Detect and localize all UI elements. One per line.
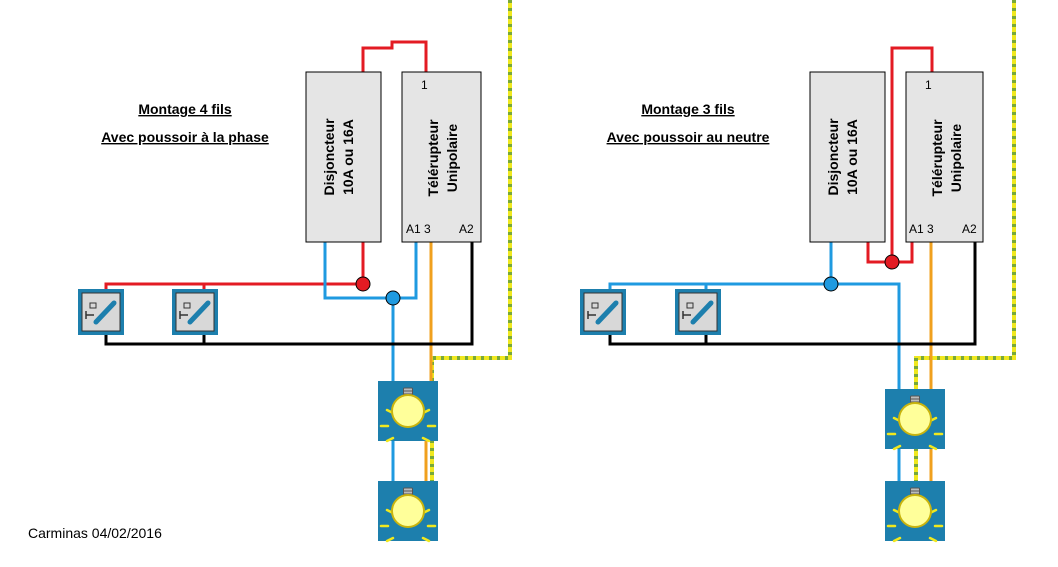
- relay-pin-a1-3: A1 3: [909, 222, 934, 236]
- phase-wire-top: [866, 46, 934, 264]
- diagram-subtitle: Avec poussoir à la phase: [101, 129, 269, 145]
- breaker-label-1: Disjoncteur: [825, 118, 841, 196]
- pushbutton-icon: [675, 289, 721, 335]
- neutral-wire: [323, 242, 395, 392]
- diagram-right: Disjoncteur 10A ou 16A Télérupteur Unipo…: [580, 0, 1016, 543]
- pushbutton-icon: [78, 289, 124, 335]
- breaker-label-2: 10A ou 16A: [340, 119, 356, 195]
- neutral-wire: [829, 242, 901, 392]
- lamp-icon: [883, 479, 947, 543]
- breaker-label-2: 10A ou 16A: [844, 119, 860, 195]
- relay-pin-a2: A2: [459, 222, 474, 236]
- phase-junction: [884, 254, 900, 270]
- diagram-left: Disjoncteur 10A ou 16A Télérupteur Unipo…: [78, 0, 512, 543]
- earth-wire-dash: [430, 0, 512, 392]
- relay-label-2: Unipolaire: [444, 124, 460, 193]
- return-wire: [608, 242, 977, 346]
- relay-pin-1: 1: [925, 78, 932, 92]
- relay-label-1: Télérupteur: [929, 119, 945, 197]
- return-wire: [104, 242, 474, 346]
- breaker-label-1: Disjoncteur: [321, 118, 337, 196]
- relay-box: [905, 71, 984, 243]
- lamp-icon: [376, 479, 440, 543]
- relay-pin-a1-3: A1 3: [406, 222, 431, 236]
- diagram-title: Montage 3 fils: [641, 101, 735, 117]
- relay-pin-a2: A2: [962, 222, 977, 236]
- breaker-box: [305, 71, 382, 243]
- phase-wire-top: [361, 40, 428, 72]
- neutral-junction: [385, 290, 401, 306]
- breaker-box: [809, 71, 886, 243]
- diagram-subtitle: Avec poussoir au neutre: [607, 129, 770, 145]
- pushbutton-icon: [580, 289, 626, 335]
- phase-junction: [355, 276, 371, 292]
- relay-label-1: Télérupteur: [425, 119, 441, 197]
- pushbutton-icon: [172, 289, 218, 335]
- author-credit: Carminas 04/02/2016: [28, 525, 162, 541]
- lamp-icon: [883, 387, 947, 451]
- relay-box: [401, 71, 482, 243]
- relay-label-2: Unipolaire: [948, 124, 964, 193]
- neutral-junction: [823, 276, 839, 292]
- relay-pin-1: 1: [421, 78, 428, 92]
- lamp-icon: [376, 379, 440, 443]
- diagram-title: Montage 4 fils: [138, 101, 232, 117]
